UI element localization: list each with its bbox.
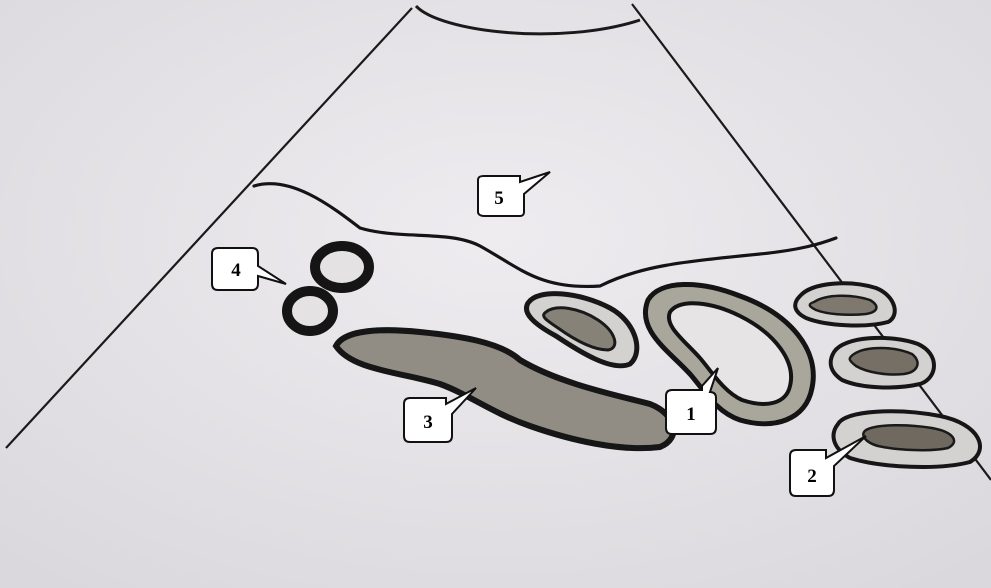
structure-4-upper-ring	[315, 246, 369, 288]
vessel-right-top	[795, 283, 895, 325]
structure-4-lower-ring	[287, 291, 333, 331]
callout-4-label: 4	[231, 260, 241, 281]
vessel-right-middle	[831, 338, 934, 388]
callout-1-label: 1	[686, 404, 696, 425]
callout-2-label: 2	[807, 466, 817, 487]
structure-2	[834, 411, 980, 467]
callout-5-label: 5	[494, 188, 504, 209]
callout-3-label: 3	[423, 412, 433, 433]
